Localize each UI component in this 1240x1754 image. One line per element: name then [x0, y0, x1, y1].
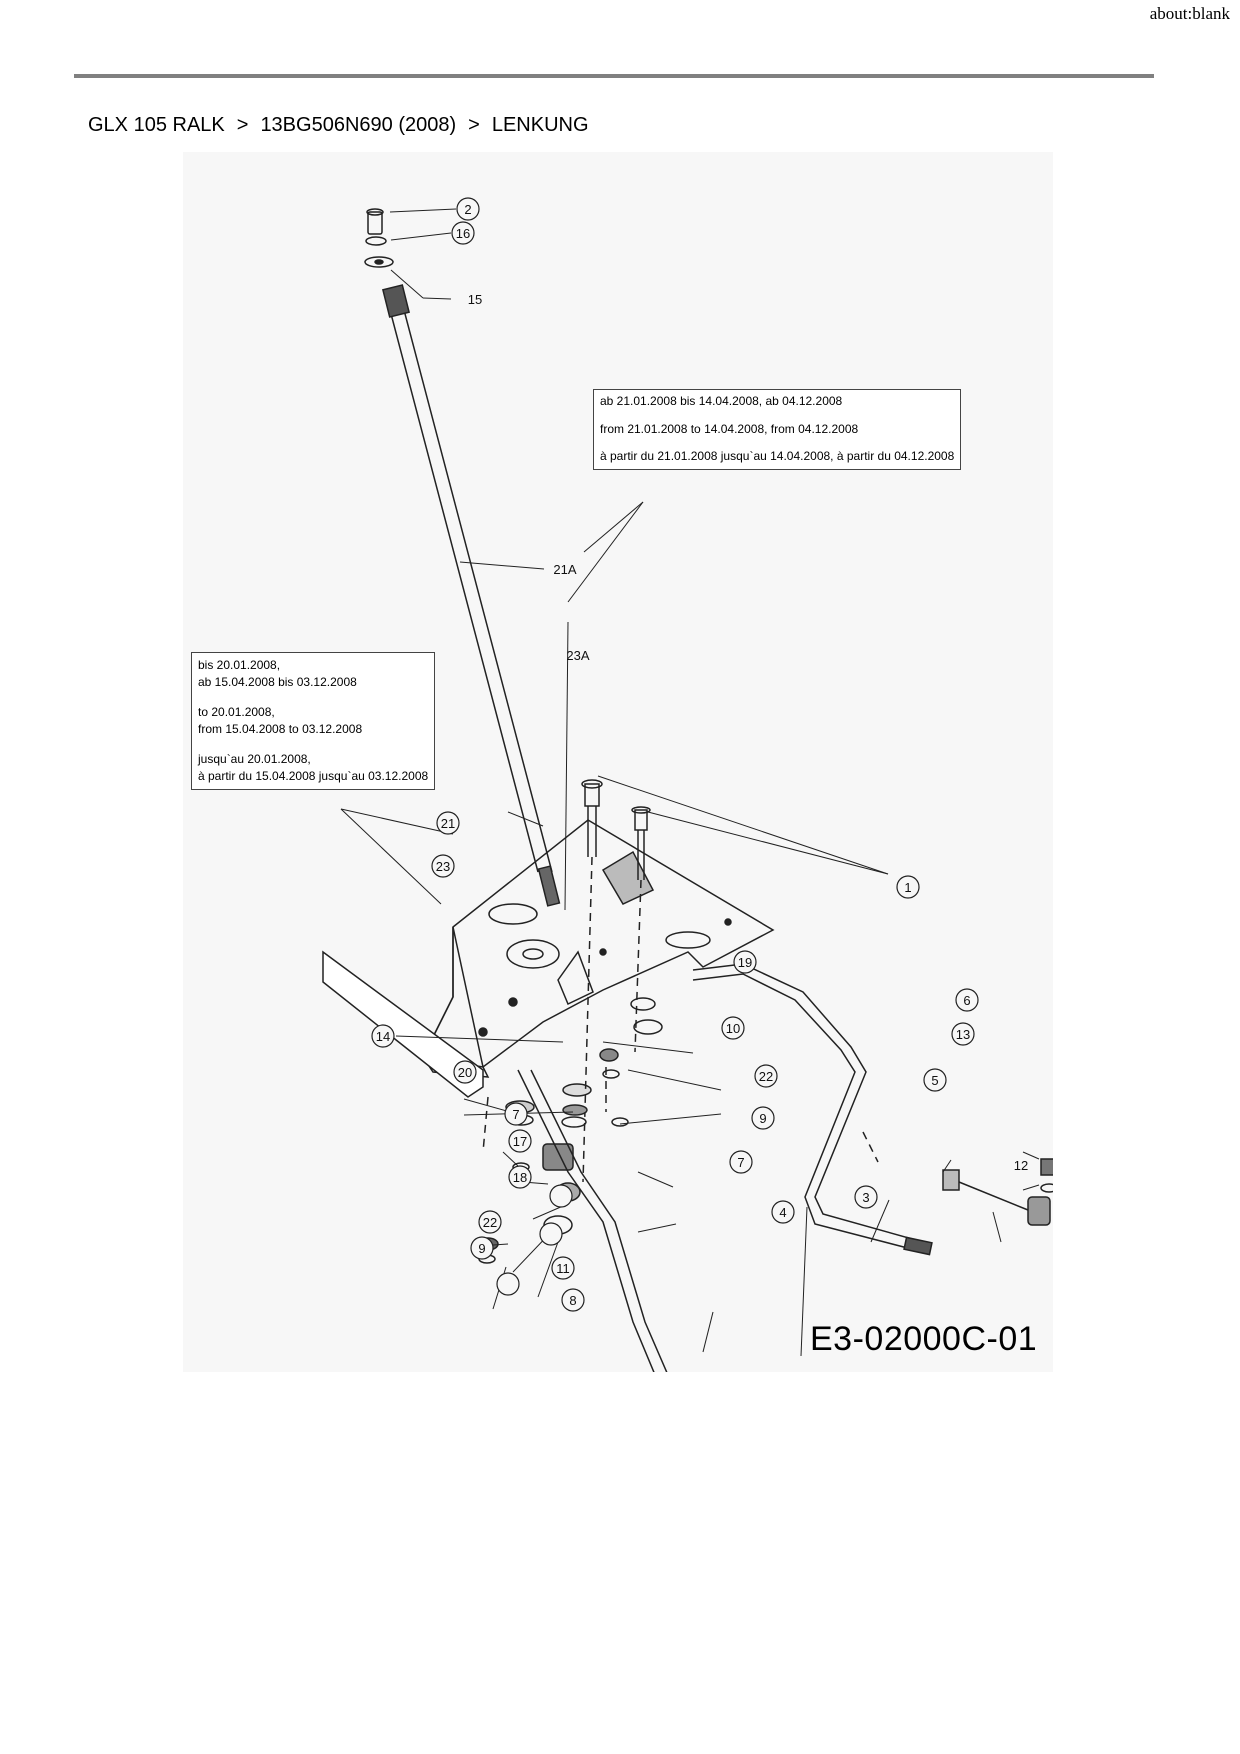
leader-lines	[340, 208, 1040, 1357]
note-upper-de: ab 21.01.2008 bis 14.04.2008, ab 04.12.2…	[600, 394, 843, 408]
note-lower-fr-line1: jusqu`au 20.01.2008,	[198, 751, 311, 766]
callout-22-left: 22	[483, 1215, 497, 1230]
callout-20: 20	[458, 1065, 472, 1080]
note-lower-en: to 20.01.2008, from 15.04.2008 to 03.12.2…	[198, 704, 428, 739]
note-lower-fr: jusqu`au 20.01.2008, à partir du 15.04.20…	[198, 751, 428, 786]
callout-16: 16	[456, 226, 470, 241]
callout-9-right: 9	[759, 1111, 766, 1126]
note-lower-de-line2: ab 15.04.2008 bis 03.12.2008	[198, 675, 357, 690]
callout-6: 6	[963, 993, 970, 1008]
callout-2: 2	[464, 202, 471, 217]
breadcrumb-section: LENKUNG	[491, 114, 589, 136]
callout-11: 11	[556, 1261, 570, 1276]
plate-bolts	[581, 779, 651, 880]
callout-8: 8	[569, 1293, 576, 1308]
note-lower: bis 20.01.2008, ab 15.04.2008 bis 03.12.2…	[191, 652, 436, 791]
note-lower-de-line1: bis 20.01.2008,	[198, 658, 281, 672]
callout-circles	[371, 197, 979, 1312]
drawing-number: E3-02000C-01	[810, 1320, 1038, 1358]
callout-7-right: 7	[737, 1155, 744, 1170]
steering-plate	[322, 819, 775, 1098]
note-upper: ab 21.01.2008 bis 14.04.2008, ab 04.12.2…	[593, 389, 962, 470]
note-lower-de: bis 20.01.2008, ab 15.04.2008 bis 03.12.2…	[198, 657, 428, 692]
steering-shaft	[364, 208, 561, 907]
exploded-view-drawing: 2 16 15 21A 23A 21 23 1 19 10 14 20 22 7…	[322, 197, 1058, 1405]
parts-diagram: 2 16 15 21A 23A 21 23 1 19 10 14 20 22 7…	[183, 152, 1058, 1405]
breadcrumb: GLX 105 RALK >13BG506N690 (2008) > LENKUNG	[88, 114, 589, 137]
breadcrumb-model[interactable]: GLX 105 RALK	[88, 114, 225, 136]
callout-12: 12	[1014, 1158, 1028, 1173]
note-upper-fr: à partir du 21.01.2008 jusqu`au 14.04.20…	[600, 449, 955, 464]
ball-joint	[942, 1158, 1058, 1226]
callout-21: 21	[441, 816, 455, 831]
callout-22-right: 22	[759, 1069, 773, 1084]
breadcrumb-separator: >	[236, 114, 249, 136]
callout-3: 3	[862, 1190, 869, 1205]
callout-7-left: 7	[512, 1107, 519, 1122]
note-upper-en: from 21.01.2008 to 14.04.2008, from 04.1…	[600, 421, 859, 436]
callout-23a: 23A	[566, 648, 589, 663]
drag-link	[692, 963, 933, 1256]
breadcrumb-separator: >	[468, 114, 480, 136]
callout-21a: 21A	[553, 562, 576, 577]
callout-5: 5	[931, 1073, 938, 1088]
callout-13: 13	[956, 1027, 970, 1042]
callout-19: 19	[738, 955, 752, 970]
note-lower-fr-line2: à partir du 15.04.2008 jusqu`au 03.12.20…	[198, 768, 429, 783]
callout-1: 1	[904, 880, 911, 895]
callout-14: 14	[376, 1029, 390, 1044]
callout-23: 23	[436, 859, 450, 874]
assembly-lines	[482, 856, 879, 1183]
callout-15: 15	[468, 292, 482, 307]
note-lower-en-line2: from 15.04.2008 to 03.12.2008	[198, 722, 363, 737]
callout-17: 17	[513, 1134, 527, 1149]
note-lower-en-line1: to 20.01.2008,	[198, 704, 275, 719]
callout-18: 18	[513, 1170, 527, 1185]
callout-4: 4	[779, 1205, 786, 1220]
callout-10: 10	[726, 1021, 740, 1036]
callout-9-left: 9	[478, 1241, 485, 1256]
browser-url: about:blank	[1149, 4, 1230, 23]
breadcrumb-serial[interactable]: 13BG506N690 (2008)	[260, 114, 457, 136]
callout-numbers: 2 16 15 21A 23A 21 23 1 19 10 14 20 22 7…	[376, 202, 1028, 1308]
header-rule	[74, 74, 1154, 78]
